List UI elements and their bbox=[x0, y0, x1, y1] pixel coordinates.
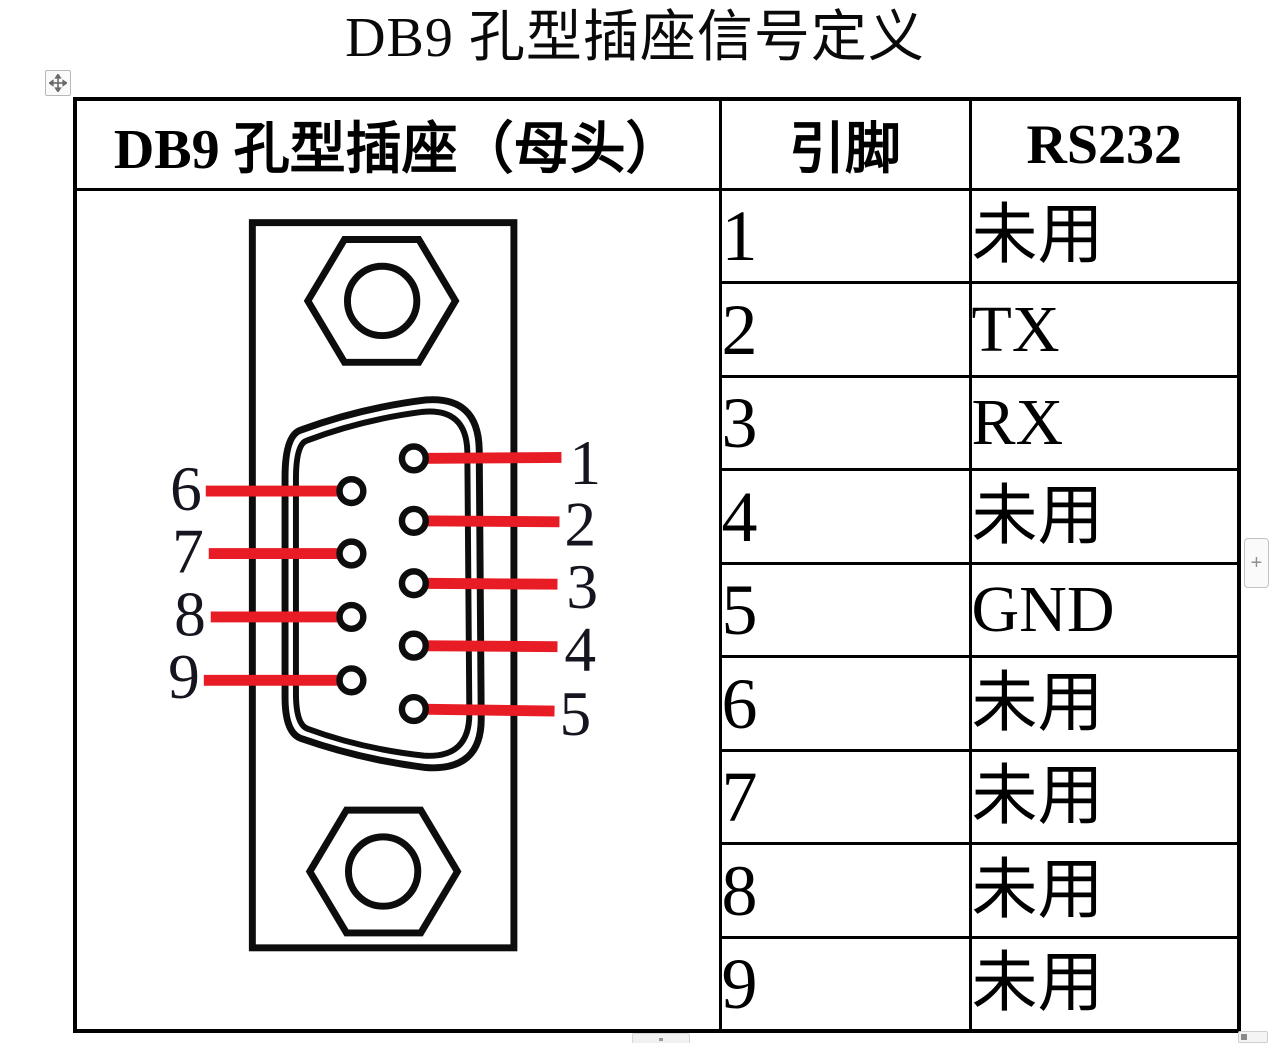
pin-number-cell: 1 bbox=[718, 187, 972, 285]
pin-hole-8 bbox=[336, 601, 367, 633]
pin-number-cell: 5 bbox=[718, 561, 972, 659]
pin-label-1: 1 bbox=[569, 428, 601, 498]
lead-line-pin2 bbox=[413, 515, 560, 528]
pin-label-8: 8 bbox=[174, 580, 206, 650]
pin-label-6: 6 bbox=[170, 454, 202, 524]
signal-value-cell: 未用 bbox=[968, 655, 1241, 752]
header-row: DB9 孔型插座（母头） 引脚 RS232 bbox=[73, 97, 1241, 191]
lead-lines bbox=[203, 451, 562, 717]
table-row: 5 GND bbox=[75, 561, 1241, 659]
table-row: 3 RX bbox=[75, 374, 1241, 472]
handle-dot bbox=[659, 1038, 663, 1041]
table-row: 6 未用 bbox=[75, 655, 1241, 752]
pin-label-4: 4 bbox=[564, 614, 596, 684]
move-arrows-icon bbox=[49, 74, 67, 92]
signal-value-cell: 未用 bbox=[968, 935, 1241, 1033]
lead-line-pin3 bbox=[413, 577, 558, 590]
pin-label-9: 9 bbox=[168, 642, 200, 712]
signal-value-cell: 未用 bbox=[968, 748, 1241, 846]
lead-line-pin5 bbox=[413, 703, 555, 717]
mounting-nut-bottom bbox=[305, 806, 462, 937]
pin-label-3: 3 bbox=[566, 552, 598, 622]
table-row: 9 未用 bbox=[75, 935, 1241, 1033]
pin-label-7: 7 bbox=[172, 516, 204, 586]
header-signal: RS232 bbox=[968, 97, 1241, 191]
pin-label-5: 5 bbox=[559, 679, 591, 749]
pinout-table: DB9 孔型插座（母头） 引脚 RS232 bbox=[73, 97, 1241, 1033]
pin-hole-4 bbox=[398, 630, 429, 661]
pin-hole-1 bbox=[398, 443, 429, 474]
signal-value-cell: TX bbox=[968, 281, 1241, 378]
table-row: 8 未用 bbox=[75, 842, 1241, 939]
page-title: DB9 孔型插座信号定义 bbox=[345, 7, 925, 69]
signal-value-cell: 未用 bbox=[968, 468, 1241, 565]
pin-hole-5 bbox=[398, 693, 429, 725]
table-move-handle[interactable] bbox=[45, 70, 71, 96]
signal-value-cell: 未用 bbox=[968, 187, 1241, 285]
pin-hole-6 bbox=[336, 476, 367, 507]
d-shell bbox=[281, 396, 485, 772]
pin-number-cell: 6 bbox=[718, 655, 972, 752]
pin-number-cell: 8 bbox=[718, 842, 972, 939]
pin-number-cell: 7 bbox=[718, 748, 972, 846]
table-row: 4 未用 bbox=[75, 468, 1241, 565]
pin-number-labels: 1 2 3 4 5 6 7 8 9 bbox=[168, 428, 601, 749]
pin-hole-3 bbox=[398, 568, 429, 599]
handle-mark bbox=[1241, 1034, 1247, 1040]
db9-connector-diagram: 1 2 3 4 5 6 7 8 9 bbox=[168, 219, 601, 952]
header-connector: DB9 孔型插座（母头） bbox=[73, 97, 722, 191]
table-row: 7 未用 bbox=[75, 748, 1241, 846]
bottom-resize-handle[interactable] bbox=[632, 1033, 690, 1043]
pin-hole-9 bbox=[336, 665, 367, 696]
pin-hole-2 bbox=[398, 505, 429, 536]
mounting-nut-top bbox=[303, 236, 460, 366]
signal-value-cell: 未用 bbox=[968, 842, 1241, 939]
pin-number-cell: 4 bbox=[718, 468, 972, 565]
table-row: 1 2 3 4 5 6 7 8 9 1 未用 bbox=[73, 187, 1241, 1033]
pin-hole-7 bbox=[336, 538, 367, 569]
pin-number-cell: 3 bbox=[718, 374, 972, 472]
connector-diagram-cell: 1 2 3 4 5 6 7 8 9 bbox=[73, 188, 722, 1033]
signal-value-cell: GND bbox=[968, 561, 1241, 659]
lead-line-pin4 bbox=[413, 640, 558, 653]
pin-number-cell: 9 bbox=[718, 935, 972, 1033]
pin-number-cell: 2 bbox=[718, 281, 972, 378]
pin-label-2: 2 bbox=[564, 490, 596, 560]
pin-holes bbox=[336, 443, 429, 725]
header-pin: 引脚 bbox=[718, 97, 972, 191]
table-row: 2 TX bbox=[75, 281, 1241, 378]
signal-value-cell: RX bbox=[968, 374, 1241, 472]
lead-line-pin1 bbox=[413, 451, 562, 464]
insert-plus-button[interactable]: + bbox=[1244, 538, 1269, 588]
corner-resize-handle[interactable] bbox=[1238, 1031, 1268, 1043]
